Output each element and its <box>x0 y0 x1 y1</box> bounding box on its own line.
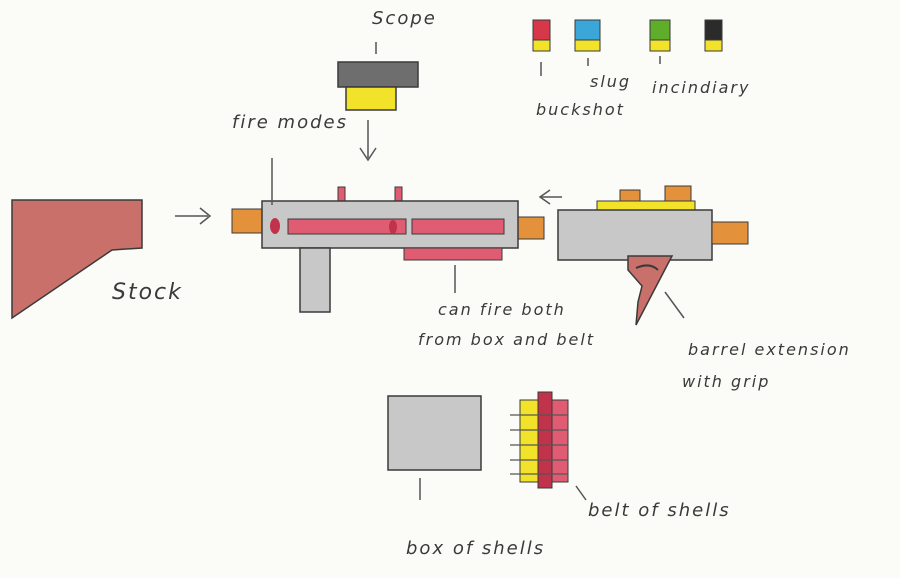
ammo-swatch <box>649 19 671 41</box>
scope <box>337 42 419 162</box>
fire-note-line1: can fire both <box>438 300 566 319</box>
ammo-label-slug: slug <box>590 72 632 91</box>
ammo-label-buckshot: buckshot <box>536 100 625 119</box>
box-label: box of shells <box>406 538 546 559</box>
stock <box>11 199 212 320</box>
receiver <box>231 158 545 313</box>
barrel-label-line2: with grip <box>682 372 771 391</box>
belt-of-shells <box>510 391 587 501</box>
fire-modes-label: fire modes <box>232 112 348 133</box>
box-of-shells <box>387 395 482 500</box>
barrel-label-line1: barrel extension <box>688 340 851 359</box>
barrel-extension <box>538 185 749 326</box>
ammo-label-incindiary: incindiary <box>652 78 751 97</box>
belt-label: belt of shells <box>588 500 731 521</box>
fire-note-line2: from box and belt <box>418 330 596 349</box>
ammo-swatch <box>532 19 551 41</box>
ammo-swatch <box>704 19 723 41</box>
scope-label: Scope <box>372 8 437 29</box>
ammo-swatches <box>532 19 723 76</box>
stock-label: Stock <box>112 280 183 305</box>
ammo-swatch <box>574 19 601 41</box>
